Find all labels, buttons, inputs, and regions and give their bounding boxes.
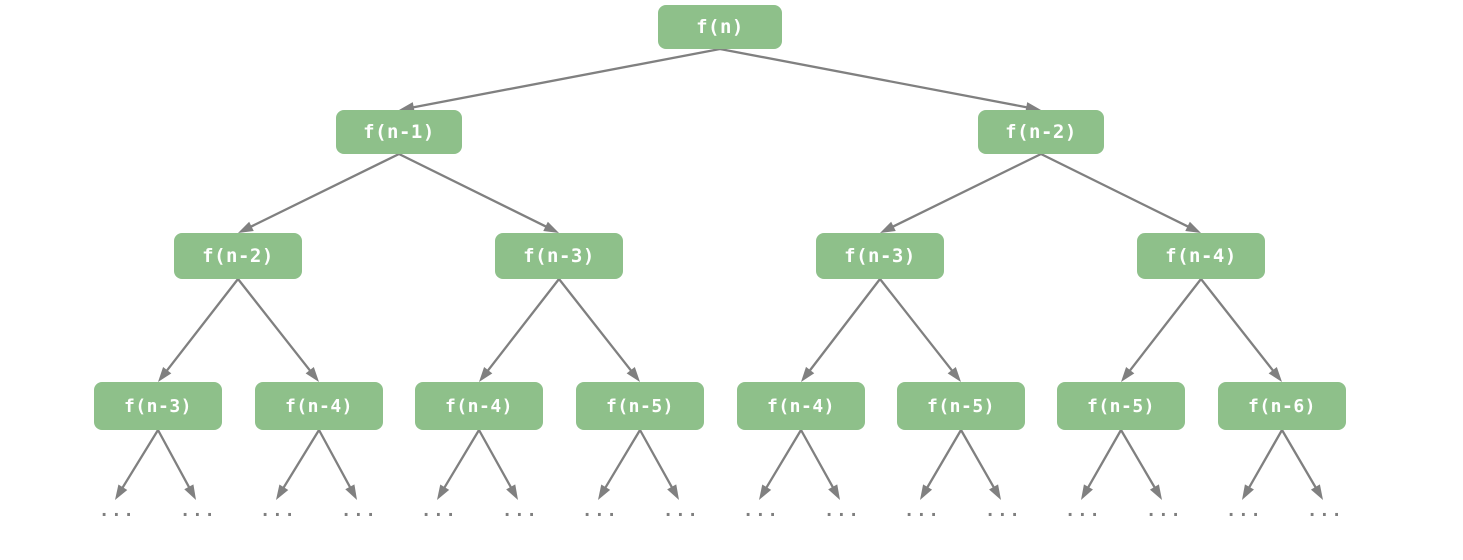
tree-node-label: f(n-4) — [1165, 245, 1237, 267]
tree-node-n13[interactable]: f(n-5) — [1057, 382, 1185, 430]
tree-node-label: f(n-4) — [284, 395, 354, 417]
tree-node-n3[interactable]: f(n-2) — [174, 233, 302, 279]
tree-node-n12[interactable]: f(n-5) — [897, 382, 1025, 430]
tree-node-label: f(n-2) — [1005, 121, 1077, 143]
tree-node-n1[interactable]: f(n-1) — [336, 110, 462, 154]
tree-node-label: f(n-3) — [844, 245, 916, 267]
tree-node-label: f(n) — [696, 16, 744, 38]
ellipsis-marker-9: ... — [824, 501, 861, 521]
tree-node-n8[interactable]: f(n-4) — [255, 382, 383, 430]
tree-node-label: f(n-3) — [123, 395, 193, 417]
ellipsis-marker-2: ... — [260, 501, 297, 521]
tree-node-label: f(n-1) — [363, 121, 435, 143]
tree-node-n9[interactable]: f(n-4) — [415, 382, 543, 430]
tree-node-n10[interactable]: f(n-5) — [576, 382, 704, 430]
ellipsis-marker-3: ... — [341, 501, 378, 521]
tree-node-label: f(n-5) — [605, 395, 675, 417]
ellipsis-marker-6: ... — [582, 501, 619, 521]
ellipsis-marker-1: ... — [180, 501, 217, 521]
ellipsis-marker-4: ... — [421, 501, 458, 521]
ellipsis-marker-10: ... — [904, 501, 941, 521]
ellipsis-marker-5: ... — [502, 501, 539, 521]
tree-node-n5[interactable]: f(n-3) — [816, 233, 944, 279]
tree-node-label: f(n-4) — [444, 395, 514, 417]
tree-node-label: f(n-5) — [926, 395, 996, 417]
ellipsis-marker-11: ... — [985, 501, 1022, 521]
tree-node-label: f(n-4) — [766, 395, 836, 417]
tree-node-n4[interactable]: f(n-3) — [495, 233, 623, 279]
ellipsis-marker-14: ... — [1226, 501, 1263, 521]
tree-node-label: f(n-2) — [202, 245, 274, 267]
tree-node-n0[interactable]: f(n) — [658, 5, 782, 49]
tree-node-n7[interactable]: f(n-3) — [94, 382, 222, 430]
tree-node-n14[interactable]: f(n-6) — [1218, 382, 1346, 430]
tree-node-label: f(n-6) — [1247, 395, 1317, 417]
tree-node-n11[interactable]: f(n-4) — [737, 382, 865, 430]
tree-node-n6[interactable]: f(n-4) — [1137, 233, 1265, 279]
ellipsis-marker-8: ... — [743, 501, 780, 521]
ellipsis-marker-12: ... — [1065, 501, 1102, 521]
tree-node-n2[interactable]: f(n-2) — [978, 110, 1104, 154]
ellipsis-marker-7: ... — [663, 501, 700, 521]
tree-node-label: f(n-3) — [523, 245, 595, 267]
tree-node-label: f(n-5) — [1086, 395, 1156, 417]
ellipsis-marker-13: ... — [1146, 501, 1183, 521]
ellipsis-marker-0: ... — [99, 501, 136, 521]
ellipsis-marker-15: ... — [1307, 501, 1344, 521]
